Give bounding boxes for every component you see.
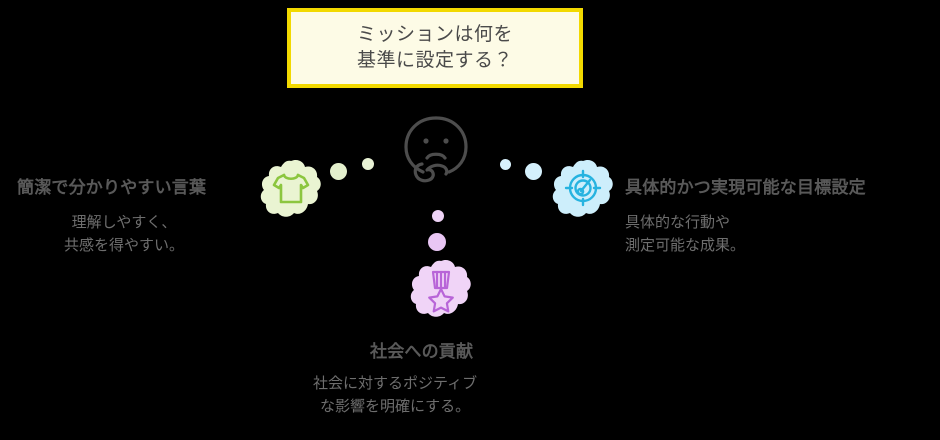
medal-star-icon-blob <box>410 258 472 320</box>
branch-body-line: 理解しやすく、 <box>71 214 177 231</box>
target-goal-icon-blob <box>552 158 614 220</box>
branch-body-social-contribution: 社会に対するポジティブ な影響を明確にする。 <box>313 373 477 419</box>
branch-body-line: 測定可能な成果。 <box>625 236 746 254</box>
branch-body-line: 具体的な行動や <box>625 214 731 231</box>
branch-body-achievable-goals: 具体的な行動や 測定可能な成果。 <box>625 212 745 258</box>
branch-body-line: 共感を得やすい。 <box>64 236 185 254</box>
connector-dot-left-1 <box>330 163 347 180</box>
t-shirt-icon-blob <box>260 158 322 220</box>
mission-question-box: ミッションは何を 基準に設定する？ <box>287 8 583 88</box>
connector-dot-right-1 <box>500 159 511 170</box>
branch-heading-simple-words: 簡潔で分かりやすい言葉 <box>17 178 207 197</box>
branch-body-simple-words: 理解しやすく、 共感を得やすい。 <box>64 212 184 258</box>
branch-body-line: な影響を明確にする。 <box>319 397 471 415</box>
branch-body-line: 社会に対するポジティブ <box>313 375 478 392</box>
branch-heading-achievable-goals: 具体的かつ実現可能な目標設定 <box>625 178 866 197</box>
connector-dot-bottom-2 <box>428 233 446 251</box>
question-line-1: ミッションは何を <box>356 23 513 45</box>
branch-heading-social-contribution: 社会への貢献 <box>370 342 474 361</box>
connector-dot-bottom-1 <box>432 210 444 222</box>
connector-dot-right-2 <box>525 163 542 180</box>
connector-dot-left-2 <box>362 158 374 170</box>
question-line-2: 基準に設定する？ <box>356 50 513 71</box>
thinking-face-icon <box>396 112 476 192</box>
